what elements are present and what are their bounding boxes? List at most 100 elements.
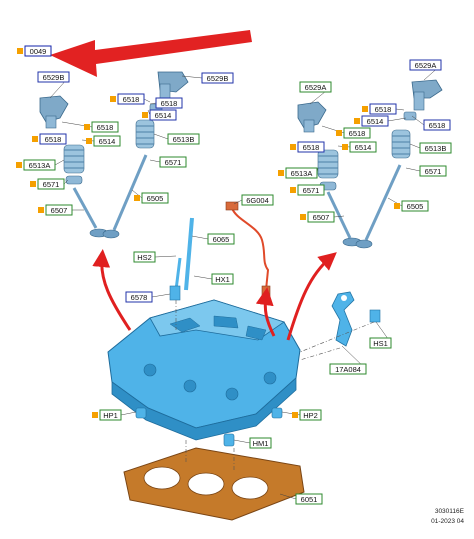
- callout-box: [419, 165, 447, 177]
- callout-text: 6507: [313, 213, 330, 222]
- callout-box: [167, 133, 200, 145]
- callout-box: [419, 142, 452, 154]
- callout-leader: [193, 275, 213, 280]
- callout-leader: [151, 293, 171, 298]
- callout-6571-r2: 6571: [405, 165, 447, 177]
- callout-text: 6513B: [173, 135, 195, 144]
- callout-box: [297, 141, 325, 153]
- bullet-marker: [17, 48, 23, 54]
- callout-leader: [279, 493, 297, 500]
- callout-6518-l3: 6518: [61, 121, 119, 133]
- callout-hp2: HP2: [281, 409, 322, 421]
- callout-text: HP2: [303, 411, 318, 420]
- callout-box: [39, 133, 67, 145]
- cylinder-head: [107, 299, 301, 441]
- callout-text: 6G004: [246, 196, 269, 205]
- callout-text: 6518: [303, 143, 320, 152]
- callout-box: [211, 273, 234, 285]
- callout-6529a-r: 6529A: [409, 59, 442, 81]
- callout-text: 6051: [301, 495, 318, 504]
- callout-6513a-l: 6513A: [16, 159, 65, 171]
- callout-6529a-l: 6529A: [299, 81, 332, 105]
- callout-6571-l2: 6571: [149, 156, 187, 168]
- callout-text: 17A084: [335, 365, 361, 374]
- callout-box: [369, 103, 397, 115]
- leader-lines: [175, 300, 375, 470]
- callout-text: 6518: [123, 95, 140, 104]
- callout-6505-l: 6505: [131, 189, 169, 204]
- bullet-marker: [86, 138, 92, 144]
- callout-text: 6065: [213, 235, 230, 244]
- bullet-marker: [92, 412, 98, 418]
- diagram-date: 01-2023 04: [431, 518, 464, 525]
- bullet-marker: [336, 130, 342, 136]
- callout-leader: [333, 215, 345, 218]
- callout-box: [299, 409, 322, 421]
- plug-hm1: [223, 433, 235, 447]
- valve-spring-left-a: [63, 144, 85, 174]
- valve-right-b: [355, 164, 402, 249]
- callout-hx1: HX1: [193, 273, 234, 285]
- bullet-marker: [134, 195, 140, 201]
- valve-left-a: [72, 187, 109, 238]
- callout-6513b-r: 6513B: [409, 142, 452, 154]
- callout-box: [249, 437, 272, 449]
- callout-17a084: 17A084: [329, 345, 367, 375]
- callout-text: 6514: [155, 111, 172, 120]
- callout-box: [329, 363, 367, 375]
- callout-hs1: HS1: [369, 321, 392, 349]
- callout-leader: [153, 133, 169, 140]
- valve-left-b: [102, 154, 148, 239]
- plug-hp2: [271, 407, 283, 419]
- bullet-marker: [30, 181, 36, 187]
- callout-hs2: HS2: [133, 251, 177, 263]
- callout-box: [349, 141, 377, 153]
- callout-box: [207, 233, 235, 245]
- callout-hm1: HM1: [233, 437, 272, 449]
- head-gasket: [123, 447, 305, 521]
- callout-6065: 6065: [191, 233, 235, 245]
- callout-text: 0049: [30, 47, 47, 56]
- callout-leader: [233, 199, 243, 205]
- bullet-marker: [290, 144, 296, 150]
- callout-text: 6571: [43, 180, 60, 189]
- callout-box: [23, 159, 56, 171]
- callout-box: [37, 71, 70, 83]
- callout-text: HS2: [137, 253, 152, 262]
- callout-text: 6529B: [207, 74, 229, 83]
- callout-text: 6513A: [29, 161, 51, 170]
- callout-6529b-r: 6529B: [181, 72, 234, 84]
- callout-6514-l2: 6514: [81, 135, 121, 147]
- callout-text: 6571: [303, 186, 320, 195]
- callout-text: HS1: [373, 339, 388, 348]
- bullet-marker: [300, 214, 306, 220]
- callout-text: 6514: [99, 137, 116, 146]
- callout-text: 6529B: [43, 73, 65, 82]
- callout-leader: [154, 255, 177, 258]
- callout-6507-r: 6507: [300, 211, 345, 223]
- callout-text: 6507: [51, 206, 68, 215]
- callout-text: 6518: [161, 99, 178, 108]
- callout-leader: [409, 143, 421, 149]
- callout-box: [297, 184, 325, 196]
- callout-box: [299, 81, 332, 93]
- callout-box: [343, 127, 371, 139]
- callout-box: [133, 251, 156, 263]
- callout-6518-l1: 6518: [110, 93, 151, 105]
- bullet-marker: [292, 412, 298, 418]
- diagram-code: 3030116E: [434, 508, 464, 515]
- callout-box: [45, 204, 73, 216]
- callout-box: [125, 291, 153, 303]
- callout-box: [91, 121, 119, 133]
- callout-leader: [54, 159, 65, 166]
- callout-box: [117, 93, 145, 105]
- callout-text: 6571: [425, 167, 442, 176]
- callout-6514-r2: 6514: [337, 141, 377, 153]
- callout-text: 6518: [375, 105, 392, 114]
- callout-box: [201, 72, 234, 84]
- callout-text: 6514: [355, 143, 372, 152]
- callout-box: [401, 200, 429, 212]
- callout-text: HM1: [253, 439, 269, 448]
- callout-6529b-l: 6529B: [37, 71, 70, 99]
